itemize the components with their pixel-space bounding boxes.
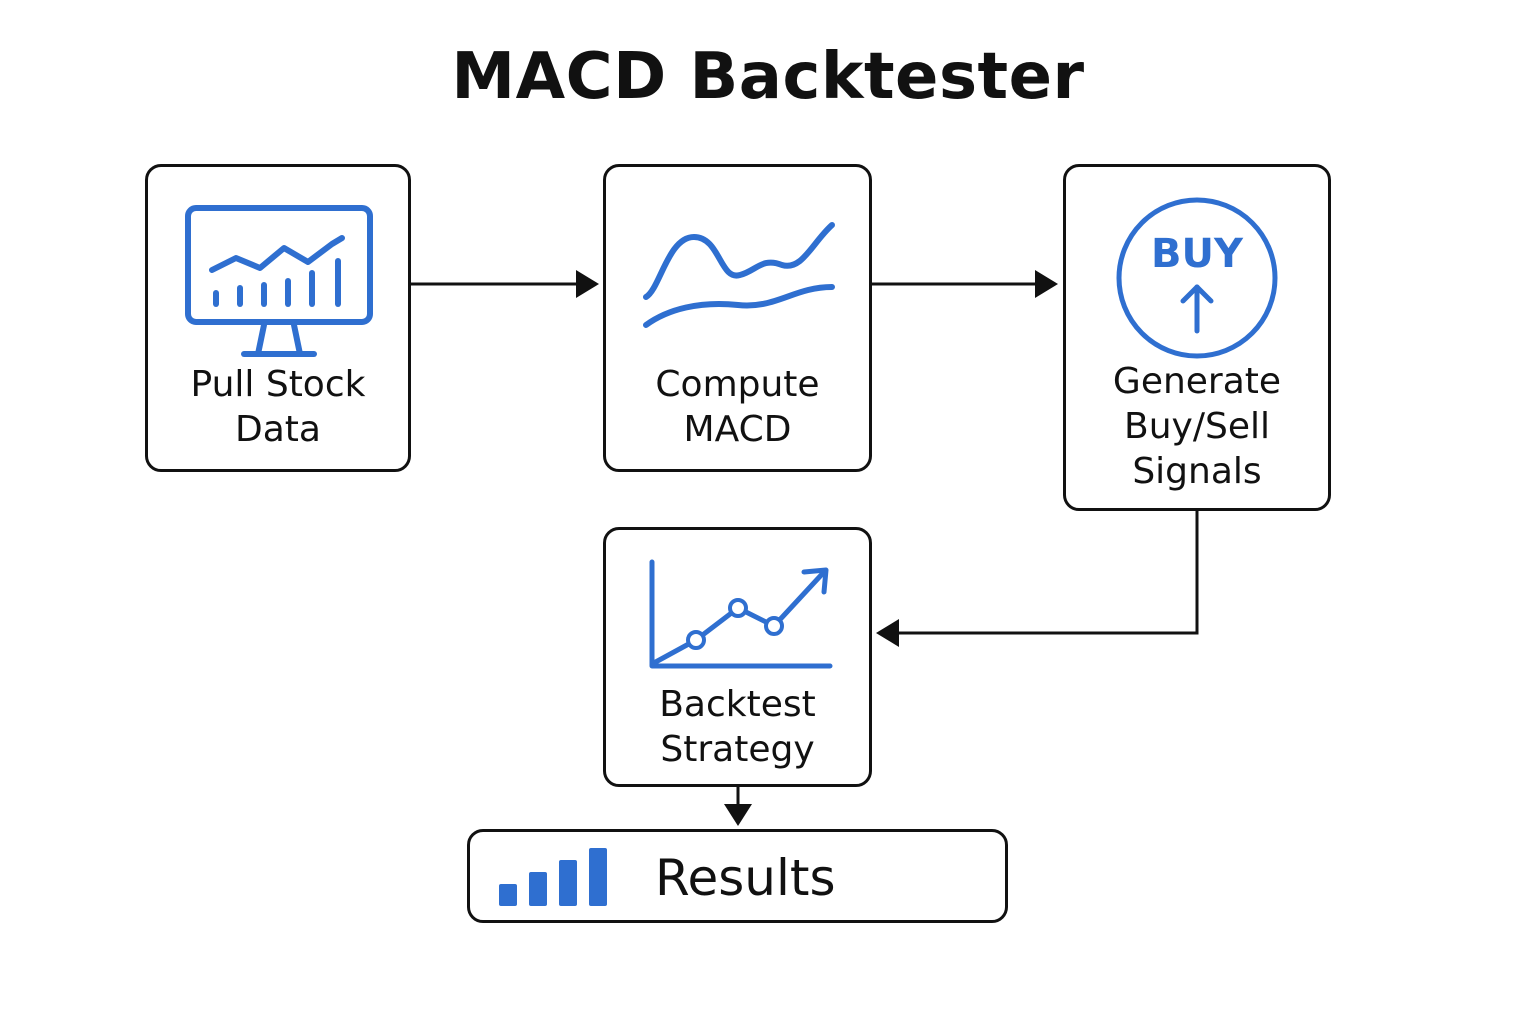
bar-chart-icon xyxy=(499,848,607,906)
node-label: Compute MACD xyxy=(655,364,820,450)
buy-signal-icon: BUY xyxy=(1116,197,1278,359)
buy-badge-text: BUY xyxy=(1151,231,1244,277)
node-pull-stock-data: Pull Stock Data xyxy=(145,164,411,472)
node-label: Results xyxy=(655,849,836,907)
node-compute-macd: Compute MACD xyxy=(603,164,872,472)
edge-backtest-to-results xyxy=(724,787,752,826)
macd-lines-icon xyxy=(643,222,835,328)
node-label: Pull Stock Data xyxy=(190,364,366,450)
node-backtest-strategy: Backtest Strategy xyxy=(603,527,872,787)
node-label: Backtest Strategy xyxy=(659,684,816,770)
node-generate-signals: BUY Generate Buy/Sell Signals xyxy=(1063,164,1331,511)
node-label: Generate Buy/Sell Signals xyxy=(1112,361,1282,492)
page-title: MACD Backtester xyxy=(451,40,1085,114)
edge-generate-to-backtest xyxy=(876,511,1199,647)
trend-chart-icon xyxy=(649,559,833,669)
edge-compute-to-generate xyxy=(872,270,1058,298)
node-results: Results xyxy=(467,829,1008,923)
monitor-chart-icon xyxy=(185,205,373,357)
edge-pull-to-compute xyxy=(411,270,599,298)
